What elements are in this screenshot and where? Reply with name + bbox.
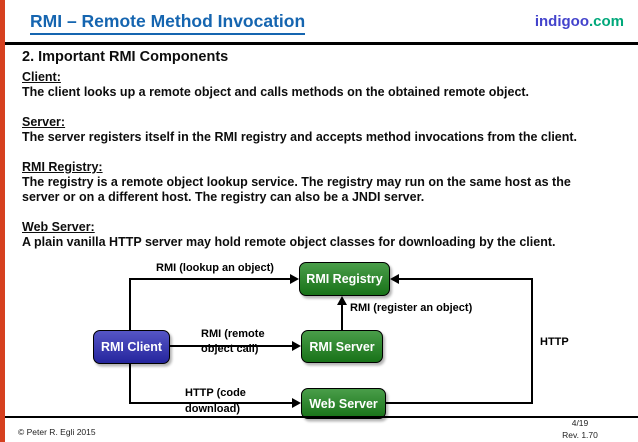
http-to-registry-line bbox=[399, 278, 533, 280]
section-heading: 2. Important RMI Components bbox=[22, 49, 229, 65]
revision-number: Rev. 1.70 bbox=[562, 429, 598, 440]
term-label: Client: bbox=[22, 70, 61, 84]
definition-text: The server registers itself in the RMI r… bbox=[22, 130, 578, 144]
definition-section-webserver: Web Server: A plain vanilla HTTP server … bbox=[22, 220, 622, 250]
edge-label-lookup: RMI (lookup an object) bbox=[156, 262, 274, 274]
header-divider bbox=[0, 42, 638, 45]
remote-call-line bbox=[170, 345, 292, 347]
term-label: RMI Registry: bbox=[22, 160, 103, 174]
node-web-server: Web Server bbox=[301, 388, 386, 419]
footer-copyright: © Peter R. Egli 2015 bbox=[18, 427, 96, 437]
definition-text: The client looks up a remote object and … bbox=[22, 85, 530, 99]
footer-divider bbox=[0, 416, 638, 418]
slide-content: 2. Important RMI Components Client: The … bbox=[22, 49, 622, 265]
footer-page-info: 4/19 Rev. 1.70 bbox=[548, 418, 612, 441]
arrowhead-into-registry-left bbox=[290, 274, 299, 284]
lookup-line bbox=[129, 278, 290, 280]
node-rmi-registry: RMI Registry bbox=[299, 262, 390, 296]
definition-section-registry: RMI Registry: The registry is a remote o… bbox=[22, 160, 622, 205]
node-rmi-client: RMI Client bbox=[93, 330, 170, 364]
definition-text: The registry is a remote object lookup s… bbox=[22, 175, 571, 189]
arrowhead-into-webserver-left bbox=[292, 398, 301, 408]
edge-label-code-download-line1: HTTP (code bbox=[185, 387, 246, 399]
edge-label-http: HTTP bbox=[540, 336, 569, 348]
edge-label-remote-call-line2: object call) bbox=[201, 343, 259, 355]
arrowhead-into-registry-right bbox=[390, 274, 399, 284]
left-edge-accent bbox=[0, 0, 5, 442]
arrowhead-into-registry-bottom bbox=[337, 296, 347, 305]
webserver-right-line bbox=[385, 402, 533, 404]
term-label: Server: bbox=[22, 115, 66, 129]
definition-section-server: Server: The server registers itself in t… bbox=[22, 115, 622, 145]
logo-name: indigoo bbox=[534, 13, 589, 30]
http-vertical-line bbox=[531, 278, 533, 404]
arrowhead-into-server-left bbox=[292, 341, 301, 351]
page-title: RMI – Remote Method Invocation bbox=[30, 11, 306, 35]
node-rmi-server: RMI Server bbox=[301, 330, 383, 363]
edge-label-remote-call-line1: RMI (remote bbox=[201, 328, 265, 340]
edge-label-code-download-line2: download) bbox=[185, 403, 240, 415]
definition-text: A plain vanilla HTTP server may hold rem… bbox=[22, 235, 556, 249]
edge-label-register: RMI (register an object) bbox=[350, 302, 473, 314]
term-label: Web Server: bbox=[22, 220, 95, 234]
register-line bbox=[341, 304, 343, 330]
code-download-line bbox=[129, 402, 292, 404]
page-number: 4/19 bbox=[571, 418, 589, 428]
definition-section-client: Client: The client looks up a remote obj… bbox=[22, 70, 622, 100]
indigoo-logo: indigoo.com bbox=[535, 13, 624, 30]
definition-text: server or on a different host. The regis… bbox=[22, 190, 425, 204]
logo-tld: .com bbox=[588, 13, 624, 30]
